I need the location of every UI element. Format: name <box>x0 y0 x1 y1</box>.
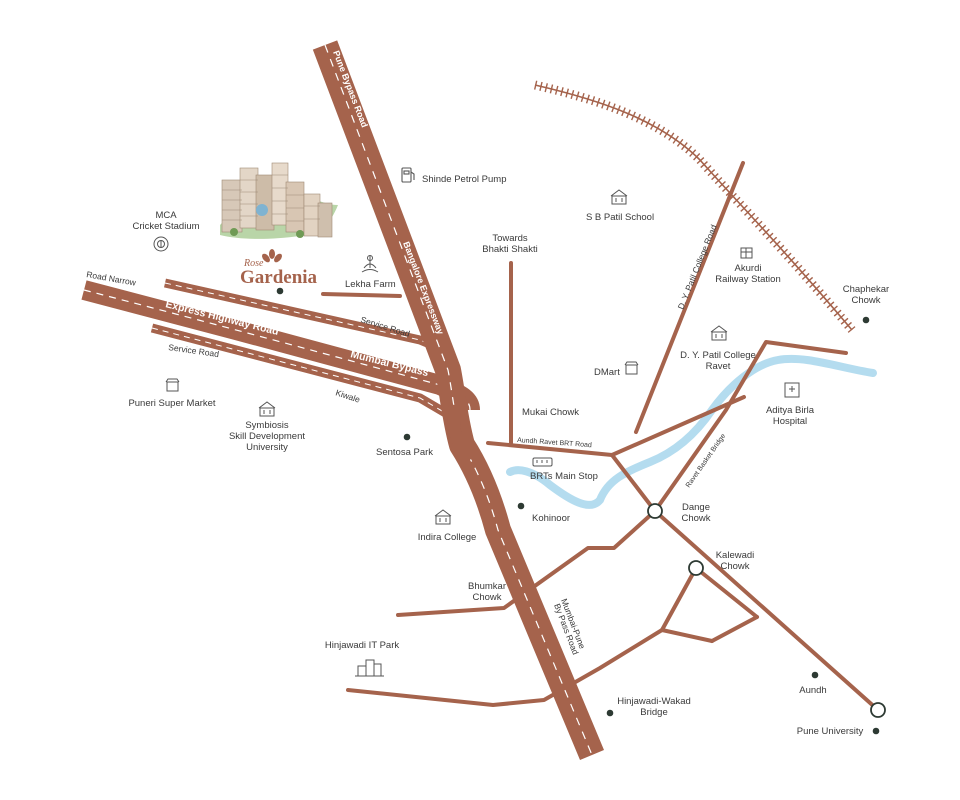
label-dmart: DMart <box>594 367 620 378</box>
label-dypatil-1: D. Y. Patil College <box>680 350 756 361</box>
label-chaphekar-2: Chowk <box>851 295 880 306</box>
label-indira: Indira College <box>418 532 477 543</box>
label-shinde: Shinde Petrol Pump <box>422 174 507 185</box>
rose-logo-icon <box>262 249 282 263</box>
pune-univ-dot <box>872 727 880 735</box>
hospital-icon <box>784 382 800 398</box>
label-aundh: Aundh <box>799 685 826 696</box>
label-brts: BRTs Main Stop <box>530 471 598 482</box>
label-puneri: Puneri Super Market <box>128 398 215 409</box>
label-kalewadi-2: Chowk <box>720 561 749 572</box>
label-towards-2: Bhakti Shakti <box>482 244 537 255</box>
label-towards-1: Towards <box>492 233 528 244</box>
label-sentosa: Sentosa Park <box>376 447 433 458</box>
river <box>506 354 877 509</box>
building-render-icon <box>220 162 338 239</box>
label-akurdi-2: Railway Station <box>715 274 780 285</box>
college-icon-indira <box>434 509 452 525</box>
label-mca-1: MCA <box>155 210 177 221</box>
chaphekar-dot <box>862 316 870 324</box>
label-hw-bridge-1: Hinjawadi-Wakad <box>617 696 691 707</box>
label-symbiosis-1: Symbiosis <box>245 420 289 431</box>
bus-icon <box>532 457 553 467</box>
hw-bridge-dot <box>606 709 614 717</box>
brand-name: Gardenia <box>240 267 318 288</box>
kalewadi-chowk-marker <box>688 560 704 576</box>
label-dypatil-2: Ravet <box>706 361 731 372</box>
pune-bypass-road <box>312 40 604 761</box>
label-bhumkar-2: Chowk <box>472 592 501 603</box>
shop-icon-puneri <box>165 378 180 392</box>
label-mca-2: Cricket Stadium <box>132 221 199 232</box>
label-pune-univ: Pune University <box>797 726 864 737</box>
local-roads <box>321 161 880 712</box>
label-hinjawadi-it: Hinjawadi IT Park <box>325 640 400 651</box>
sentosa-dot <box>403 433 411 441</box>
label-sb-patil: S B Patil School <box>586 212 654 223</box>
label-aditya-2: Hospital <box>773 416 807 427</box>
label-mukai: Mukai Chowk <box>522 407 579 418</box>
farm-icon <box>361 255 379 273</box>
label-symbiosis-2: Skill Development <box>229 431 305 442</box>
label-kiwale: Kiwale <box>334 387 361 404</box>
label-aditya-1: Aditya Birla <box>766 405 815 416</box>
place-dots <box>276 287 880 735</box>
label-kalewadi-1: Kalewadi <box>716 550 755 561</box>
college-icon <box>710 325 728 341</box>
it-park-icon <box>355 659 384 677</box>
label-dange-1: Dange <box>682 502 710 513</box>
label-akurdi-1: Akurdi <box>735 263 762 274</box>
school-icon <box>610 189 628 205</box>
label-bhumkar-1: Bhumkar <box>468 581 506 592</box>
label-chaphekar-1: Chaphekar <box>843 284 889 295</box>
label-lekha: Lekha Farm <box>345 279 396 290</box>
label-dange-2: Chowk <box>681 513 710 524</box>
label-dy-patil-college-road: D. Y. Patil College Road <box>676 223 719 311</box>
gardenia-dot <box>276 287 284 295</box>
brand-prefix: Rose <box>243 258 264 269</box>
dange-chowk-marker <box>647 503 663 519</box>
railway-station-icon <box>740 247 753 259</box>
label-kohinoor: Kohinoor <box>532 513 570 524</box>
kohinoor-dot <box>517 502 525 510</box>
college-icon-symbiosis <box>258 401 276 417</box>
label-symbiosis-3: University <box>246 442 288 453</box>
cricket-stadium-icon <box>153 236 169 252</box>
aundh-dot <box>811 671 819 679</box>
pune-university-marker <box>870 702 886 718</box>
label-hw-bridge-2: Bridge <box>640 707 667 718</box>
shop-icon <box>624 361 639 375</box>
petrol-pump-icon <box>401 167 415 183</box>
railway-track <box>533 80 856 333</box>
